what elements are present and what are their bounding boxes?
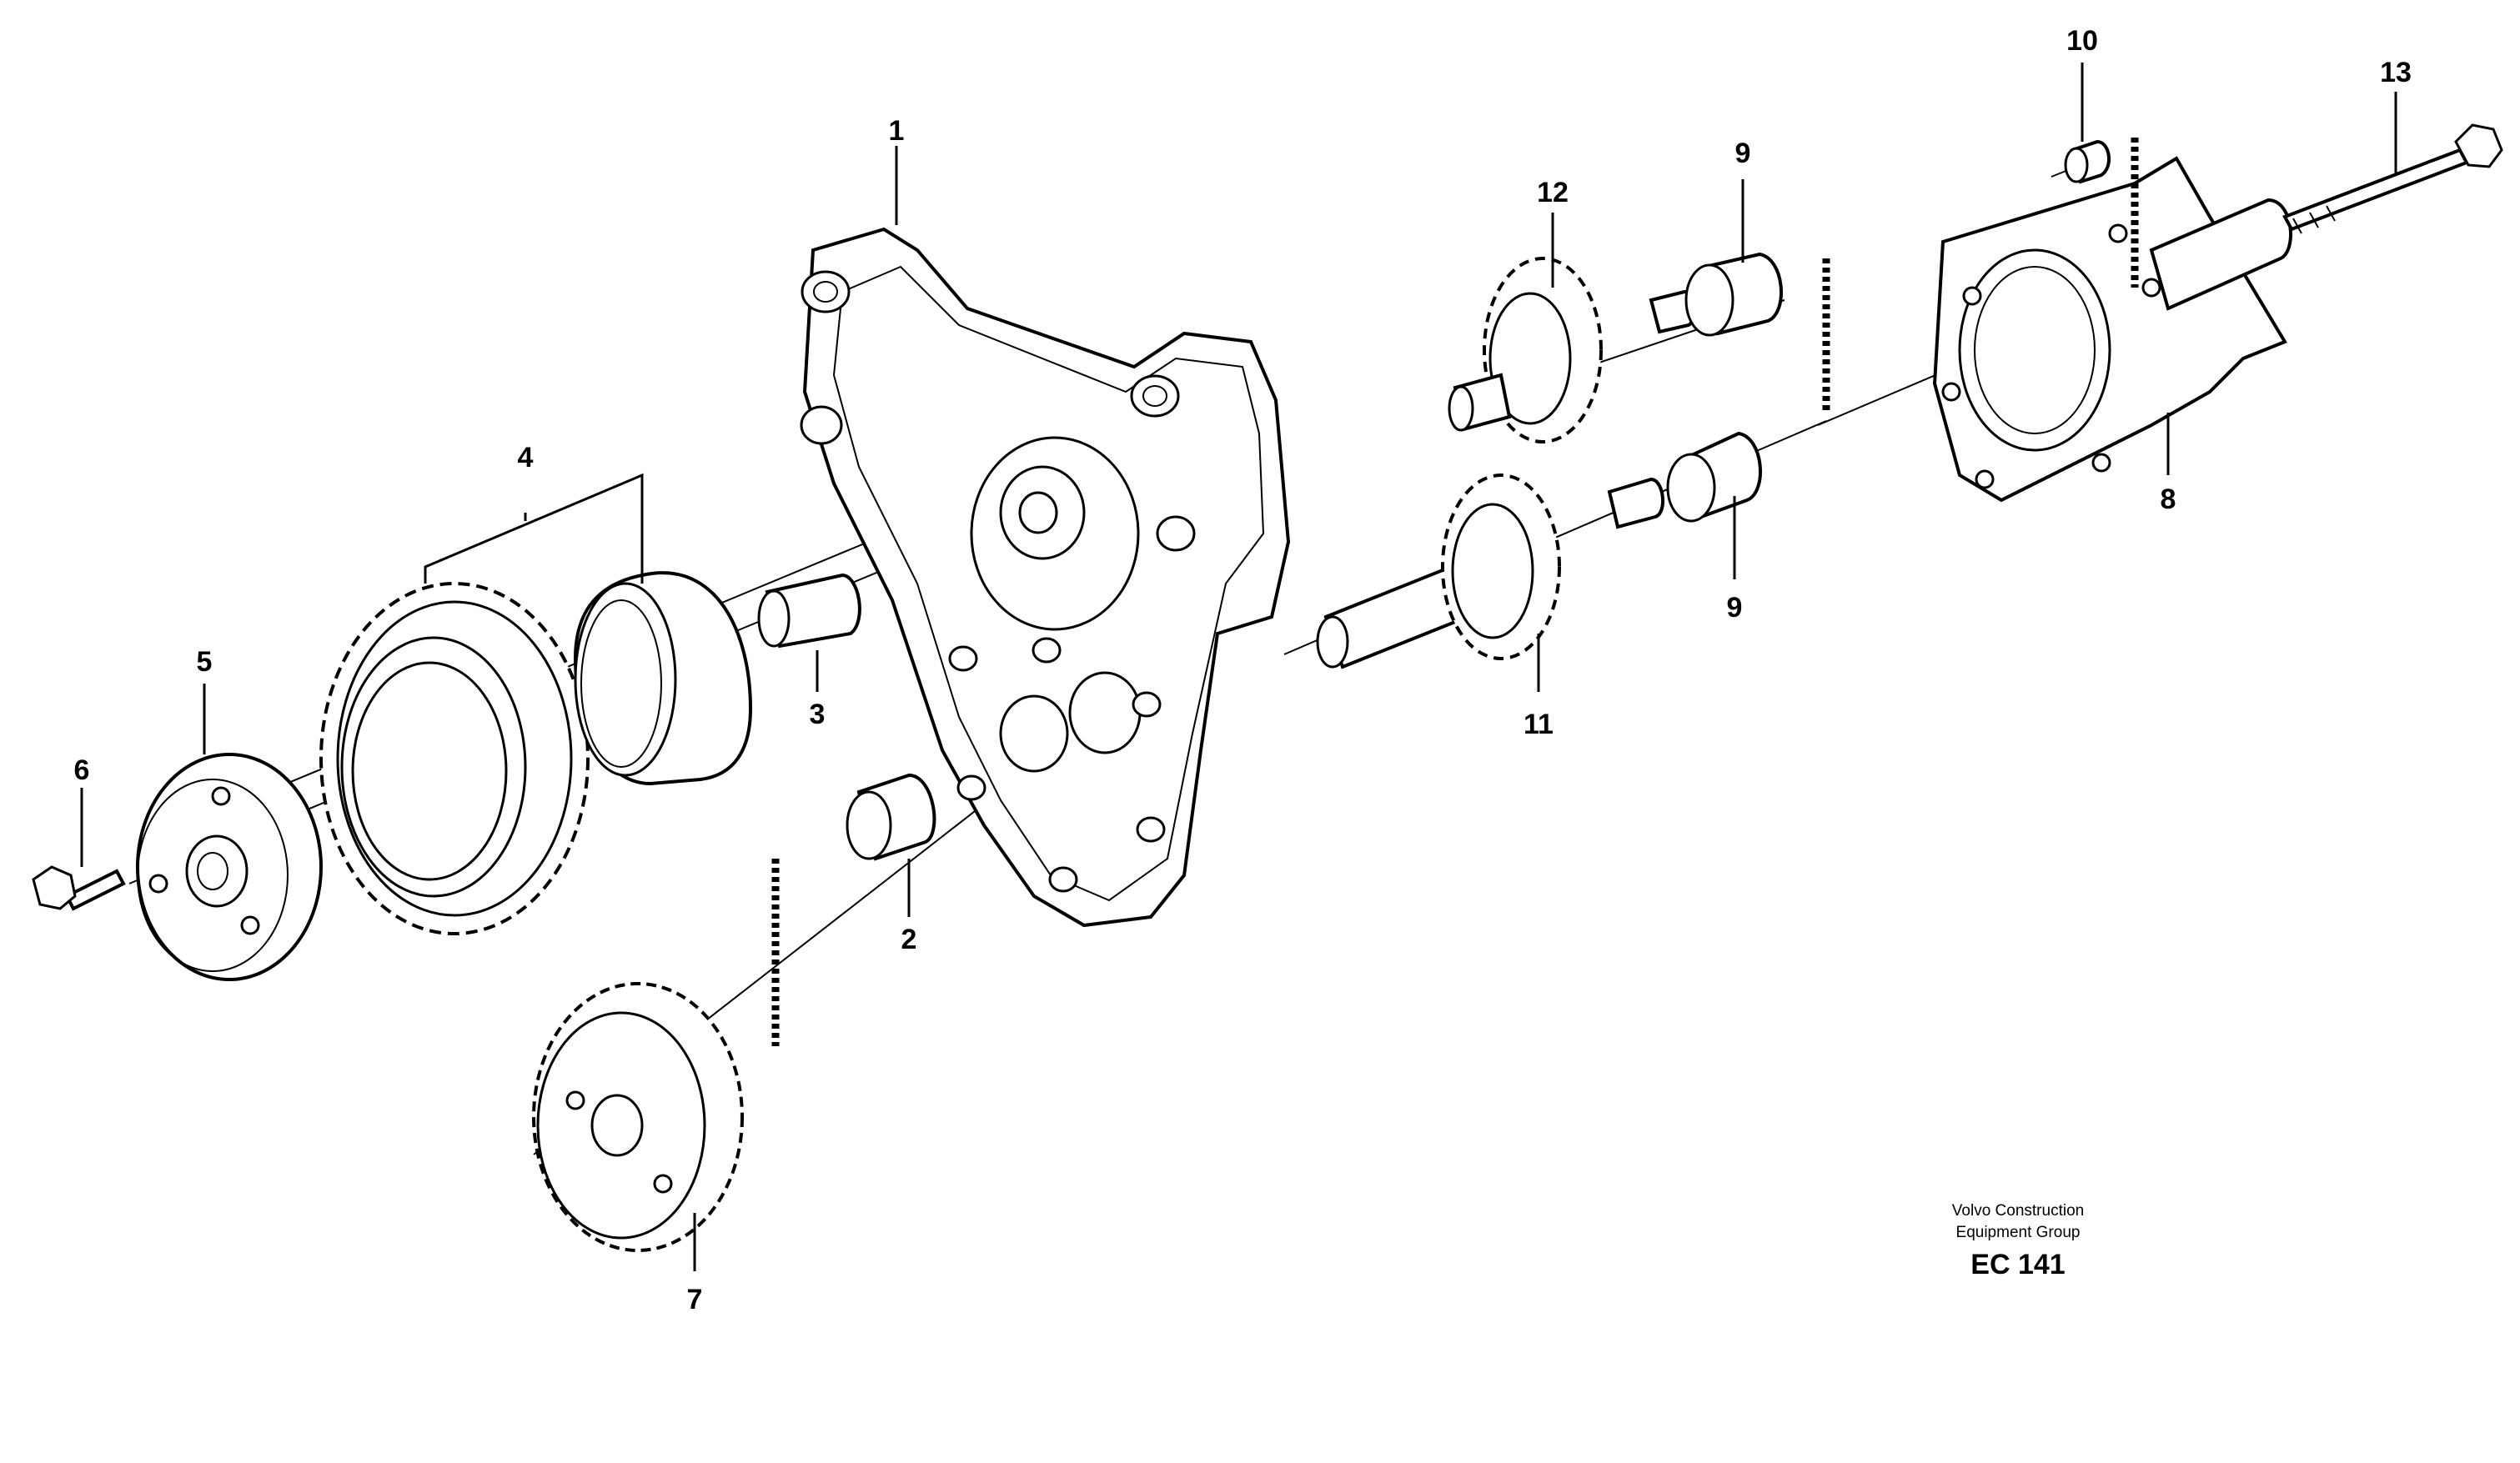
callout-7: 7 xyxy=(687,1284,703,1315)
bushing-9-upper xyxy=(1684,252,1783,337)
callout-9-upper: 9 xyxy=(1735,138,1751,169)
callout-6: 6 xyxy=(74,754,90,786)
callout-1: 1 xyxy=(889,115,905,147)
callout-12: 12 xyxy=(1537,177,1569,208)
pump-gear-11 xyxy=(1316,473,1665,669)
callout-13: 13 xyxy=(2380,57,2412,88)
dowel-pin xyxy=(757,573,861,649)
footer-line-2: Equipment Group xyxy=(1956,1224,2081,1241)
figure-code: EC 141 xyxy=(1970,1249,2065,1280)
callout-9-lower: 9 xyxy=(1727,592,1743,624)
leader-lines xyxy=(80,63,2397,1271)
publisher-footer: Volvo Construction Equipment Group EC 14… xyxy=(1952,1202,2084,1280)
callout-4: 4 xyxy=(518,442,534,473)
dashed-connectors xyxy=(771,138,2139,1046)
drive-gear xyxy=(532,982,744,1252)
pump-gear-12 xyxy=(1448,257,1695,443)
pump-housing xyxy=(800,227,1291,928)
bolt-6 xyxy=(32,865,126,911)
bushing-2 xyxy=(846,773,936,861)
callout-5: 5 xyxy=(197,646,213,678)
callout-8: 8 xyxy=(2161,483,2176,515)
gear-bushing xyxy=(573,571,753,786)
footer-line-1: Volvo Construction xyxy=(1952,1202,2084,1220)
long-bolt xyxy=(2282,123,2503,234)
bushing-9-lower xyxy=(1666,431,1762,523)
hub-flange xyxy=(136,753,323,981)
intermediate-gear xyxy=(319,582,590,935)
callout-labels: 1 2 3 4 5 6 7 8 9 9 10 11 12 13 xyxy=(74,25,2412,1315)
callout-11: 11 xyxy=(1524,709,1554,740)
sleeve-10 xyxy=(2064,139,2111,184)
callout-2: 2 xyxy=(901,924,917,955)
callout-10: 10 xyxy=(2066,25,2098,57)
pump-cover xyxy=(1932,156,2292,503)
callout-3: 3 xyxy=(810,699,826,730)
